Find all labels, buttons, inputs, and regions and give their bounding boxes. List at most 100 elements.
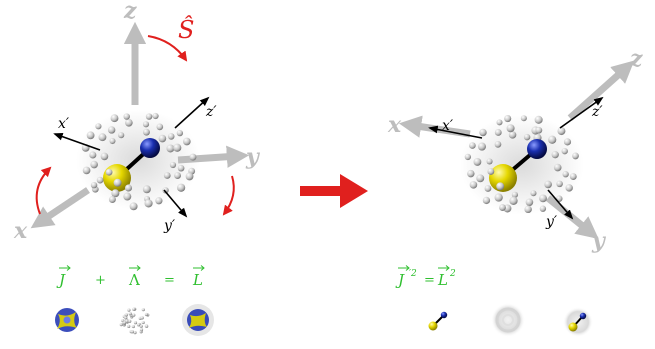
environment-bead — [565, 184, 573, 192]
thumbnail-bead — [121, 319, 125, 323]
environment-bead — [506, 124, 515, 133]
environment-bead — [469, 181, 478, 189]
jprime-vector-arrow — [398, 265, 410, 271]
thumbnail-bead — [141, 320, 145, 325]
environment-bead — [90, 160, 98, 169]
environment-bead — [534, 115, 543, 124]
thumbnail-bead — [128, 319, 132, 323]
thumbnail-bead — [133, 331, 137, 335]
thumbnail-bead — [141, 308, 145, 312]
environment-bead — [158, 134, 167, 143]
environment-bead — [509, 196, 518, 205]
environment-bead — [124, 184, 133, 192]
environment-bead — [477, 142, 487, 151]
left-xp-axis — [53, 132, 101, 151]
lsq-symbol: L — [437, 271, 448, 289]
environment-bead — [123, 113, 130, 120]
environment-bead — [142, 128, 150, 136]
jprime-superscript: ′2 — [409, 269, 417, 279]
lambda-symbol: Λ — [128, 271, 140, 289]
environment-bead — [539, 194, 547, 203]
environment-bead — [174, 172, 181, 180]
j-vector-arrow — [59, 265, 71, 271]
environment-bead — [508, 131, 517, 139]
environment-bead — [113, 178, 122, 187]
l-vector-arrow — [193, 265, 205, 271]
thumbnail-bead — [132, 307, 136, 311]
environment-bead — [173, 143, 182, 152]
environment-bead — [551, 151, 559, 159]
thumbnail-l-density — [182, 304, 214, 336]
environment-bead — [494, 140, 502, 148]
environment-bead — [118, 132, 125, 139]
environment-bead — [523, 133, 531, 141]
thumbnail-bead — [140, 316, 144, 320]
environment-bead — [169, 161, 177, 169]
environment-bead — [496, 119, 503, 126]
environment-bead — [163, 172, 171, 179]
right-y-label: y — [591, 228, 607, 254]
yellow-atom — [489, 164, 517, 192]
right-zp-label: z′ — [591, 104, 603, 120]
right-xp-label: x′ — [442, 118, 454, 134]
right-molecule-cluster — [460, 115, 584, 215]
environment-bead — [496, 182, 505, 191]
environment-bead — [535, 126, 543, 134]
left-yp-label: y′ — [163, 218, 176, 234]
left-equation: J + Λ = L — [56, 265, 205, 289]
environment-bead — [111, 189, 120, 198]
thumbnail-bead — [137, 323, 141, 327]
equals-sign: = — [164, 273, 175, 288]
environment-bead — [176, 183, 186, 192]
thumbnail-bead — [127, 308, 131, 312]
thumbnail-rigid-molecule — [428, 311, 448, 331]
environment-bead — [142, 185, 151, 194]
environment-bead — [144, 199, 153, 208]
rotation-arrow-left — [35, 166, 52, 215]
environment-bead — [484, 185, 492, 192]
environment-bead — [185, 172, 194, 181]
environment-bead — [524, 205, 532, 214]
thumbnail-bead — [119, 323, 123, 327]
l-symbol: L — [192, 271, 203, 289]
left-zp-axis — [174, 96, 210, 129]
thumbnail-bead — [133, 321, 138, 325]
left-molecule-cluster — [76, 110, 200, 211]
environment-bead — [511, 191, 519, 198]
environment-bead — [494, 193, 503, 202]
environment-bead — [563, 138, 572, 146]
environment-bead — [464, 153, 472, 161]
environment-bead — [479, 128, 487, 137]
left-z-label: z — [123, 0, 137, 24]
environment-bead — [98, 133, 107, 142]
right-z-axis — [567, 60, 635, 121]
environment-bead — [182, 137, 191, 146]
thumbnail-molecule-in-cloud — [563, 307, 593, 337]
left-panel: z y x Ŝ z′ x′ y′ — [13, 0, 261, 244]
jprime-symbol: J — [395, 271, 405, 289]
rotation-operator-label: Ŝ — [178, 15, 194, 44]
left-zp-label: z′ — [205, 104, 217, 120]
thumbnail-bead — [122, 321, 127, 325]
blue-atom — [527, 139, 547, 159]
lambda-vector-arrow — [129, 265, 141, 271]
environment-bead — [100, 152, 109, 161]
right-yp-axis — [547, 189, 574, 220]
environment-bead — [89, 151, 97, 159]
thumbnail-bead — [131, 324, 135, 329]
right-equation: J ′2 = L 2 — [395, 265, 456, 289]
environment-bead — [125, 118, 133, 127]
right-zp-axis — [559, 96, 604, 129]
left-xp-label: x′ — [58, 116, 70, 132]
thumbnail-bead — [139, 324, 143, 328]
thumbnail-bead — [124, 313, 129, 317]
right-equals-sign: = — [424, 273, 435, 288]
left-x-label: x — [13, 218, 28, 244]
thumbnail-bead — [130, 330, 134, 334]
left-y-label: y — [245, 144, 261, 170]
environment-bead — [499, 204, 506, 211]
environment-bead — [476, 174, 485, 183]
environment-bead — [539, 205, 547, 212]
environment-bead — [525, 198, 534, 207]
